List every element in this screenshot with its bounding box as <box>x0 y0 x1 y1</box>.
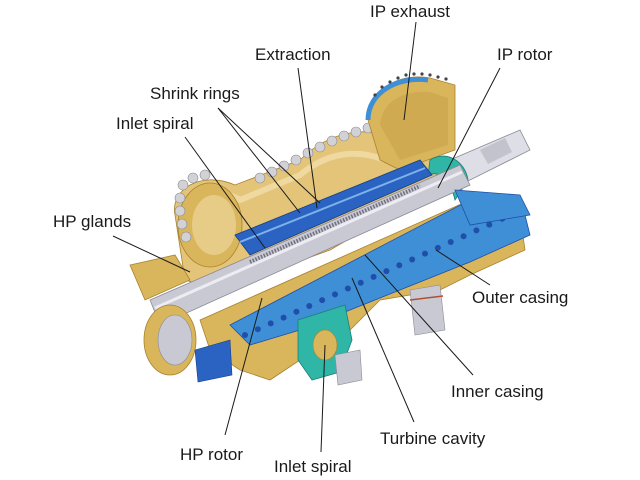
label-inlet-spiral-top: Inlet spiral <box>116 114 194 133</box>
casing-hole <box>396 262 403 269</box>
casing-hole <box>267 320 274 327</box>
casing-hole <box>344 285 351 292</box>
support-legs <box>194 284 446 386</box>
rotor-shaft <box>149 164 471 326</box>
leader-inner-casing <box>364 254 474 376</box>
leader-extraction <box>297 67 318 209</box>
leader-lines <box>112 21 501 453</box>
leader-ip-exhaust <box>403 21 417 121</box>
label-hp-rotor: HP rotor <box>180 445 243 464</box>
casing-hole <box>370 273 377 280</box>
leader-inlet-spiral-top <box>184 136 266 249</box>
casing-hole <box>332 291 338 298</box>
ip-exhaust-dome <box>365 76 456 171</box>
casing-hole <box>242 332 248 338</box>
leader-shrink-rings-b <box>217 107 321 204</box>
casing-hole <box>319 297 326 304</box>
hp-end-bearing <box>143 304 197 376</box>
label-inner-casing: Inner casing <box>451 382 544 401</box>
leader-turbine-cavity <box>351 277 415 423</box>
casing-hole <box>486 221 493 228</box>
ip-end-bracket <box>454 189 531 226</box>
leader-ip-rotor <box>437 67 501 189</box>
casing-hole <box>447 239 454 246</box>
label-hp-glands: HP glands <box>53 212 132 231</box>
upper-inner-casing <box>234 159 433 256</box>
label-shrink-rings: Shrink rings <box>150 84 240 103</box>
casing-hole <box>422 250 428 257</box>
label-turbine-cavity: Turbine cavity <box>380 429 486 448</box>
leader-inlet-spiral-bottom <box>320 344 326 453</box>
casing-hole <box>460 233 467 240</box>
casing-bolts <box>174 122 374 243</box>
label-outer-casing: Outer casing <box>472 288 569 307</box>
label-ip-exhaust: IP exhaust <box>370 2 451 21</box>
leader-shrink-rings-a <box>217 107 301 214</box>
casing-hole <box>473 227 480 234</box>
exhaust-bolts <box>373 72 448 97</box>
casing-hole <box>293 308 300 315</box>
leader-hp-rotor <box>224 297 263 436</box>
label-inlet-spiral-bottom: Inlet spiral <box>274 457 352 476</box>
casing-hole <box>383 268 390 275</box>
leader-hp-glands <box>112 235 191 273</box>
casing-hole <box>434 244 441 251</box>
label-extraction: Extraction <box>255 45 331 64</box>
casing-hole <box>357 279 364 286</box>
casing-hole <box>280 314 287 321</box>
casing-hole <box>254 326 261 333</box>
casing-hole <box>409 256 416 263</box>
casing-hole <box>306 302 313 309</box>
leader-outer-casing <box>435 249 491 286</box>
label-ip-rotor: IP rotor <box>497 45 553 64</box>
